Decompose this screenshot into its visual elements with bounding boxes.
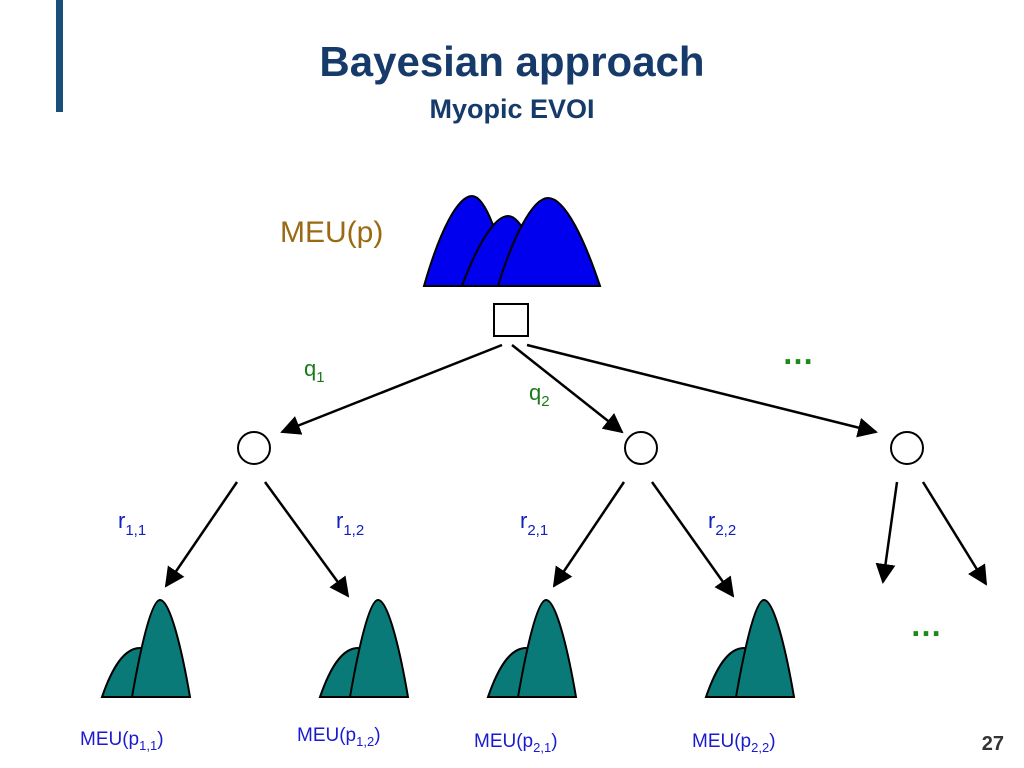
- chance-node-3: [890, 431, 924, 465]
- chance-node-1: [237, 431, 271, 465]
- leaf-meu-label-1-2: MEU(p1,2): [297, 725, 381, 749]
- response-label-1-2: r1,2: [336, 508, 364, 539]
- leaf-meu-label-2-2: MEU(p2,2): [692, 731, 776, 755]
- edge-r11: [164, 481, 239, 588]
- page-number: 27: [981, 733, 1004, 755]
- response-label-1-1: r1,1: [118, 508, 146, 539]
- edge-r12: [263, 481, 350, 598]
- decision-node: [493, 303, 529, 337]
- edge-r22: [650, 481, 735, 598]
- response-label-2-2: r2,2: [708, 508, 736, 539]
- edge-r31: [875, 481, 899, 584]
- leaf-distribution-1-1: [100, 598, 192, 698]
- edge-r21: [552, 481, 626, 588]
- leaf-meu-label-2-1: MEU(p2,1): [474, 731, 558, 755]
- slide-subtitle: Myopic EVOI: [429, 94, 595, 124]
- accent-bar: [56, 0, 63, 112]
- slide-title: Bayesian approach: [319, 38, 705, 85]
- question-label-1: q1: [304, 356, 325, 386]
- edge-r32: [921, 481, 988, 586]
- chance-node-2: [624, 431, 658, 465]
- root-distribution: [422, 194, 602, 287]
- ellipsis-top: …: [782, 335, 814, 371]
- root-meu-label: MEU(p): [280, 216, 383, 249]
- question-label-2: q2: [529, 380, 550, 410]
- edge-q3: [526, 343, 878, 438]
- leaf-meu-label-1-1: MEU(p1,1): [80, 729, 164, 753]
- leaf-distribution-2-1: [486, 598, 578, 698]
- leaf-distribution-2-2: [704, 598, 796, 698]
- edge-q1: [280, 343, 503, 435]
- leaf-distribution-1-2: [318, 598, 410, 698]
- edge-q2: [511, 344, 624, 434]
- ellipsis-bottom: …: [910, 607, 942, 643]
- response-label-2-1: r2,1: [520, 508, 548, 539]
